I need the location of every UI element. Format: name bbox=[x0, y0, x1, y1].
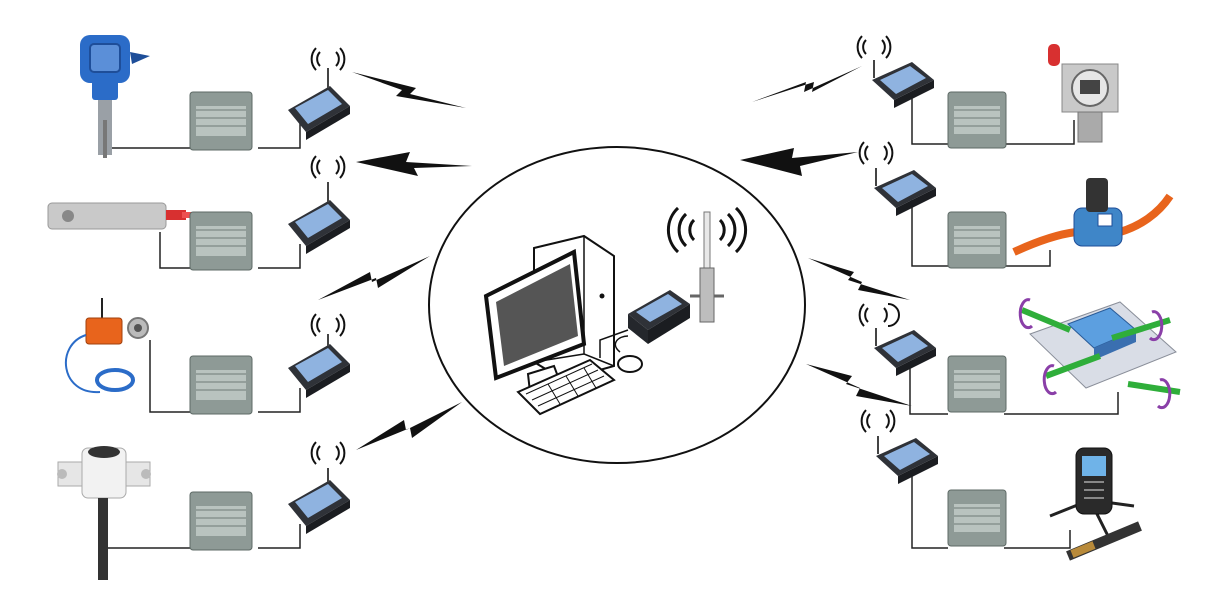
plc-module-icon bbox=[947, 489, 1007, 547]
right-chain-2 bbox=[858, 141, 1174, 269]
wire bbox=[149, 340, 301, 413]
lightning-bolt-icon bbox=[356, 402, 462, 450]
central-station bbox=[428, 146, 806, 464]
right-chain-1 bbox=[856, 35, 1119, 149]
handheld-meter-icon bbox=[1049, 447, 1142, 561]
wireless-modem-icon bbox=[288, 441, 350, 534]
wireless-modem-icon bbox=[858, 303, 936, 376]
left-signal-bolts bbox=[318, 72, 472, 450]
plc-module-icon bbox=[189, 491, 253, 551]
plc-module-icon bbox=[189, 211, 253, 271]
gateway-modem-icon bbox=[599, 290, 690, 358]
wireless-modem-icon bbox=[856, 35, 934, 108]
wireless-modem-icon bbox=[288, 47, 350, 140]
left-chain-1 bbox=[80, 35, 350, 158]
level-probe-icon bbox=[57, 446, 151, 580]
wire bbox=[911, 200, 1051, 267]
wire bbox=[909, 366, 1119, 415]
lightning-bolt-icon bbox=[806, 364, 912, 406]
mouse-icon bbox=[614, 335, 643, 373]
gas-detector-icon bbox=[1048, 44, 1119, 143]
lightning-bolt-icon bbox=[352, 72, 466, 108]
plc-module-icon bbox=[189, 355, 253, 415]
lightning-bolt-icon bbox=[318, 256, 430, 300]
wireless-modem-icon bbox=[860, 409, 938, 484]
left-chain-3 bbox=[64, 298, 350, 415]
right-chain-3 bbox=[858, 298, 1181, 415]
plc-module-icon bbox=[947, 91, 1007, 149]
vibration-sensor-icon bbox=[64, 298, 149, 394]
right-signal-bolts bbox=[740, 66, 912, 406]
wire bbox=[911, 470, 1071, 549]
left-chain-2 bbox=[47, 155, 350, 271]
computer-monitor-icon bbox=[483, 248, 587, 394]
keyboard-icon bbox=[516, 358, 616, 416]
plc-module-icon bbox=[189, 91, 253, 151]
lightning-bolt-icon bbox=[356, 152, 472, 176]
plc-module-icon bbox=[947, 355, 1007, 413]
plc-module-icon bbox=[947, 211, 1007, 269]
wireless-modem-icon bbox=[288, 313, 350, 398]
lightning-bolt-icon bbox=[808, 258, 910, 300]
lightning-bolt-icon bbox=[752, 66, 862, 102]
wireless-modem-icon bbox=[858, 141, 936, 216]
left-chain-4 bbox=[57, 441, 350, 580]
load-cell-icon bbox=[47, 202, 194, 230]
wireless-modem-icon bbox=[288, 155, 350, 254]
right-chain-4 bbox=[860, 409, 1142, 561]
lightning-bolt-icon bbox=[740, 148, 858, 176]
strain-gauge-block-icon bbox=[1018, 298, 1181, 410]
wire bbox=[911, 94, 1075, 145]
center-ellipse bbox=[428, 146, 806, 464]
pressure-transmitter-icon bbox=[80, 35, 150, 158]
flow-sensor-icon bbox=[1012, 178, 1174, 256]
antenna-icon bbox=[666, 206, 748, 323]
